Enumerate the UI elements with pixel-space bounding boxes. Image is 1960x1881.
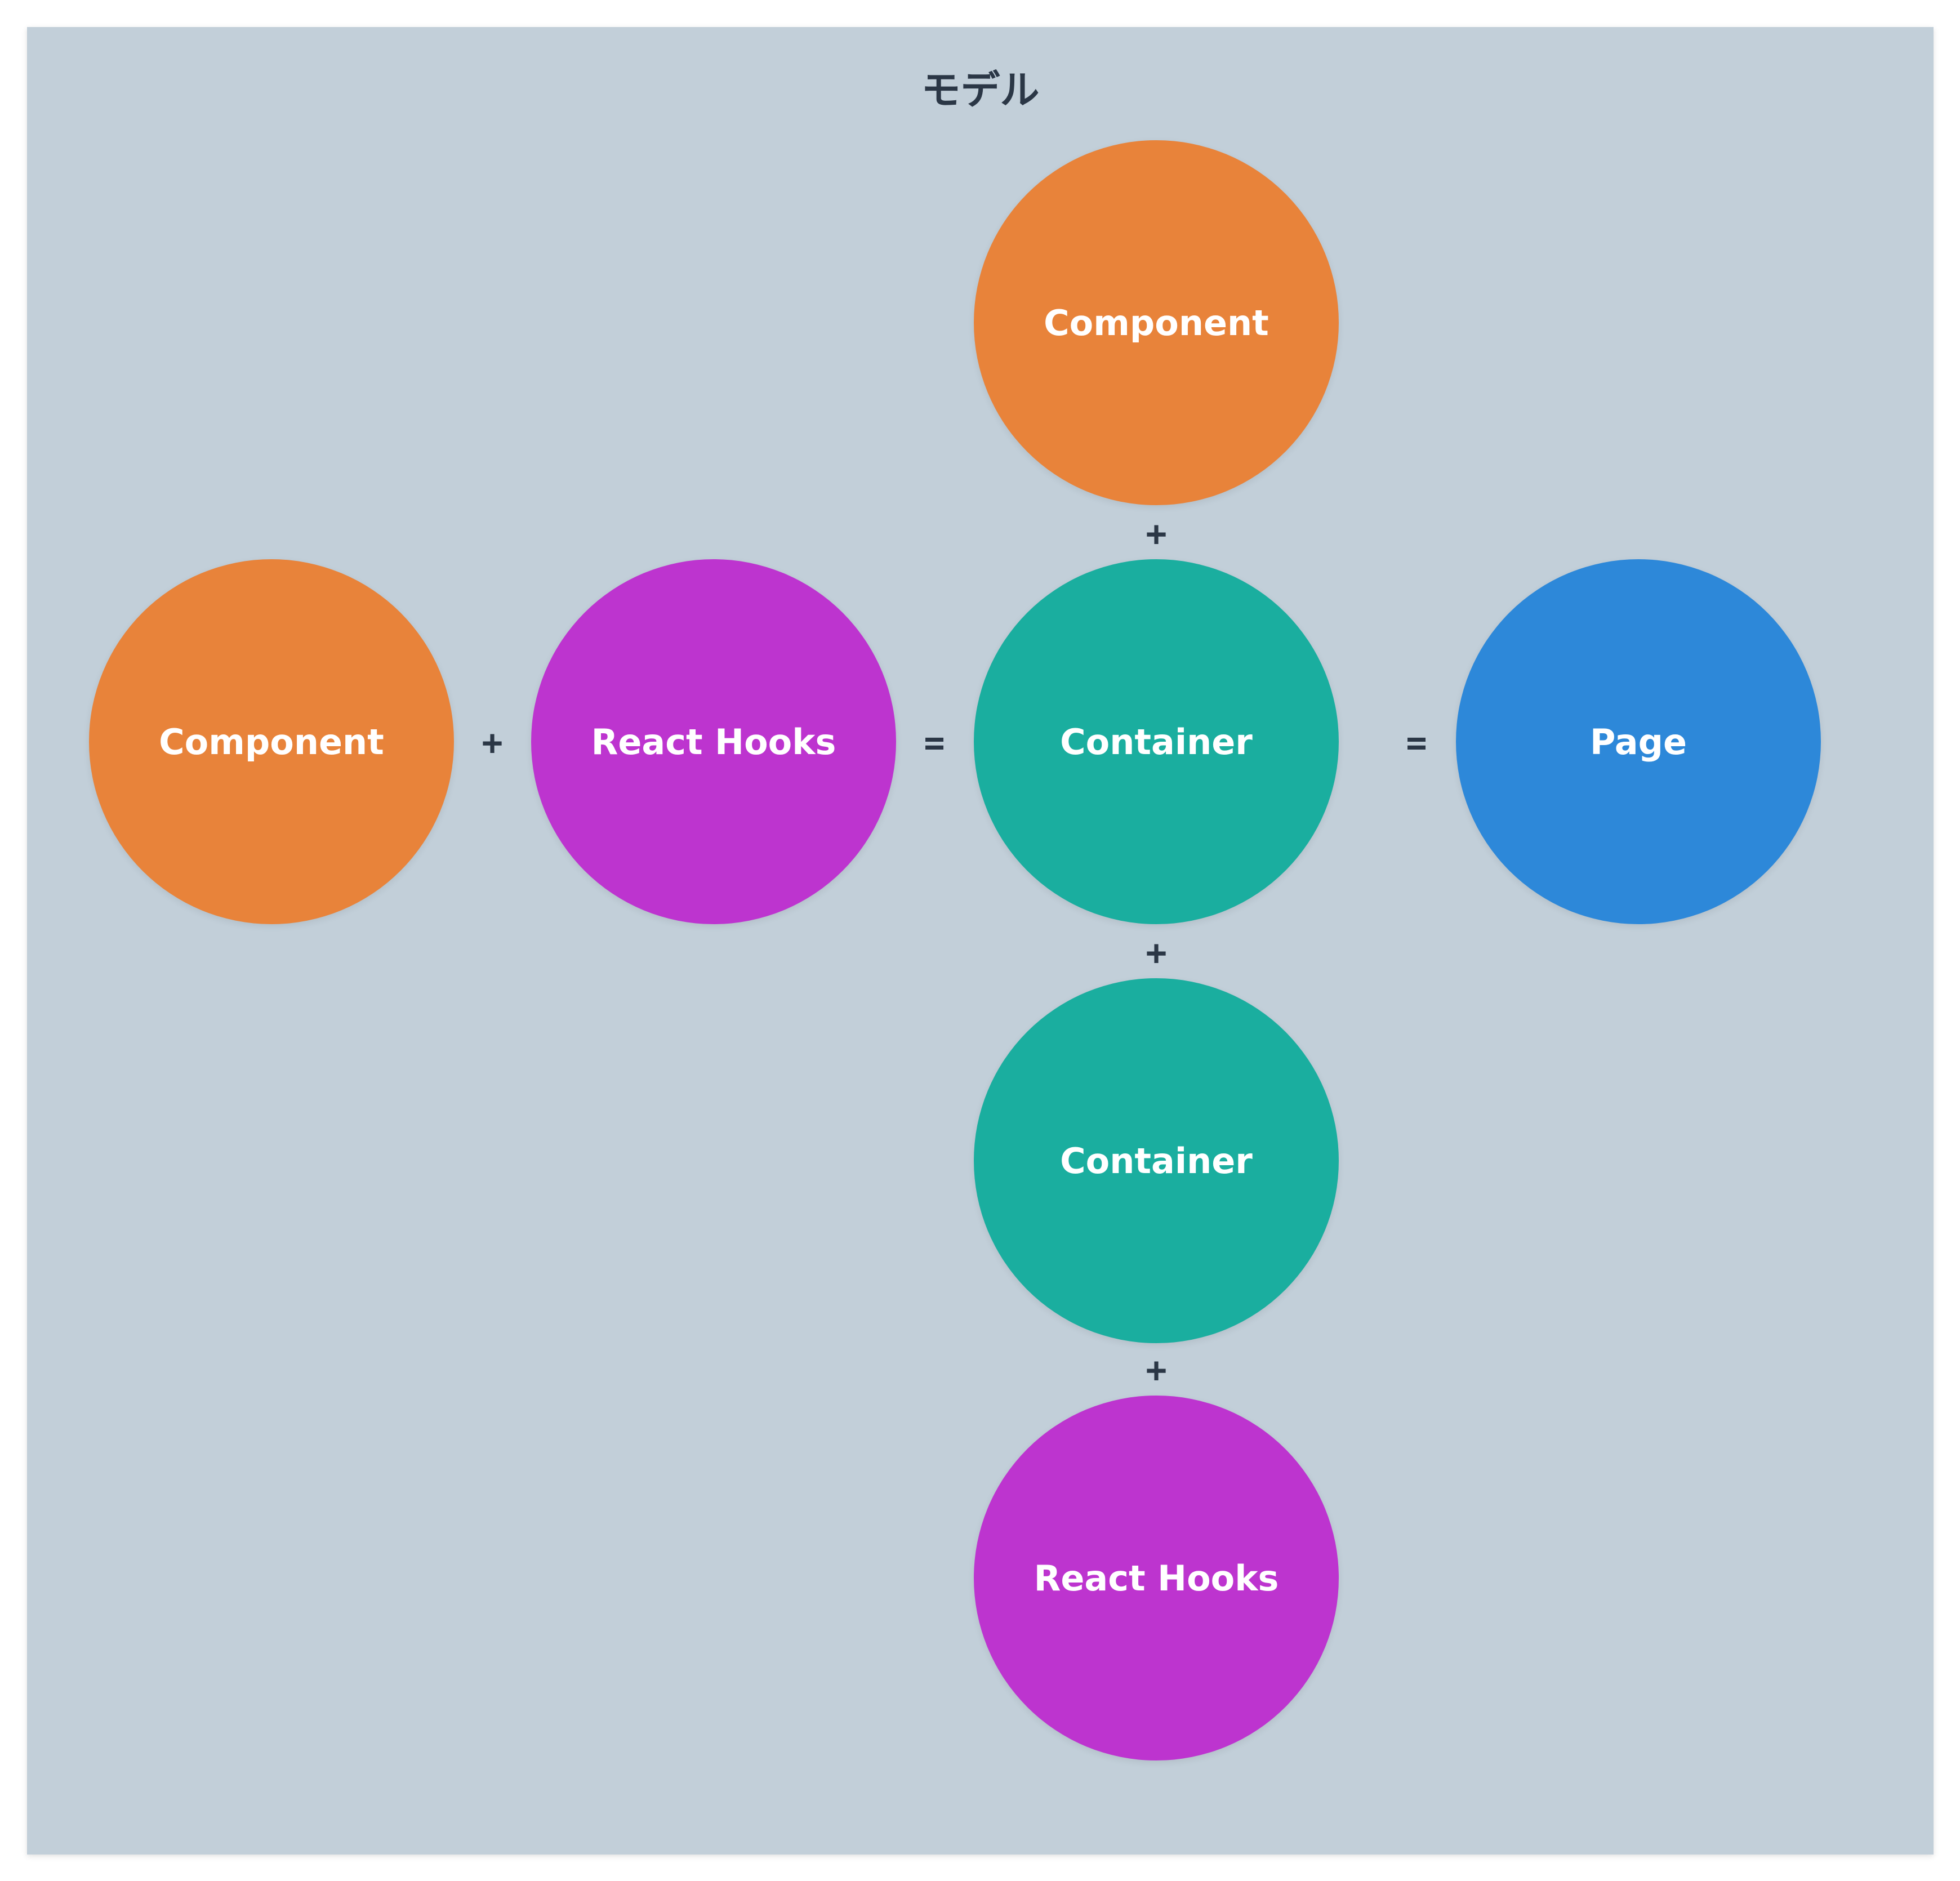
node-label: Component [1044,302,1269,344]
node-react-hooks-left: React Hooks [531,559,896,924]
node-label: Container [1060,721,1253,763]
node-container-center: Container [974,559,1339,924]
node-label: React Hooks [1034,1557,1279,1599]
model-frame: モデル Component + React Hooks = Container … [27,27,1934,1855]
diagram-title: モデル [921,67,1040,113]
node-label: React Hooks [591,721,836,763]
plus-operator: + [1146,1349,1167,1390]
node-label: Container [1060,1140,1253,1182]
node-page: Page [1456,559,1821,924]
plus-operator: + [1146,512,1167,554]
node-react-hooks-bottom: React Hooks [974,1396,1339,1760]
node-component-left: Component [89,559,454,924]
equals-operator: = [1406,721,1427,763]
plus-operator: + [1146,931,1167,973]
node-component-top: Component [974,140,1339,505]
equals-operator: = [924,721,945,763]
node-label: Page [1589,721,1687,763]
node-container-bottom: Container [974,978,1339,1343]
node-label: Component [159,721,384,763]
plus-operator: + [482,721,503,763]
